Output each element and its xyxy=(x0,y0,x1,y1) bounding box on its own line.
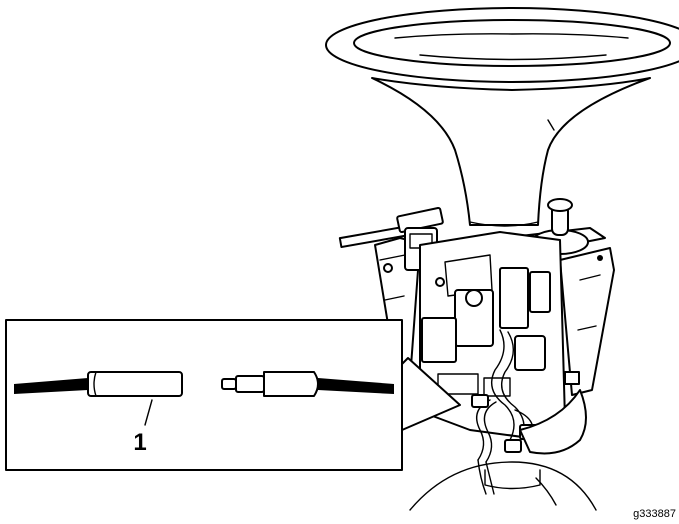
steering-column xyxy=(371,77,651,227)
left-console-panel xyxy=(338,206,444,386)
pin-tip xyxy=(221,378,237,390)
column-base xyxy=(409,389,597,511)
steering-wheel xyxy=(325,7,679,83)
detail-inset: 1 xyxy=(5,319,461,471)
wire-left xyxy=(14,378,88,394)
callout-leader xyxy=(144,399,153,426)
column-housing xyxy=(419,231,566,441)
figure-id: g333887 xyxy=(633,508,676,520)
pin-connector xyxy=(263,371,319,397)
pin-collar xyxy=(235,375,265,393)
callout-label-1: 1 xyxy=(133,429,146,456)
wire-right xyxy=(318,378,394,394)
socket-connector xyxy=(87,371,183,397)
